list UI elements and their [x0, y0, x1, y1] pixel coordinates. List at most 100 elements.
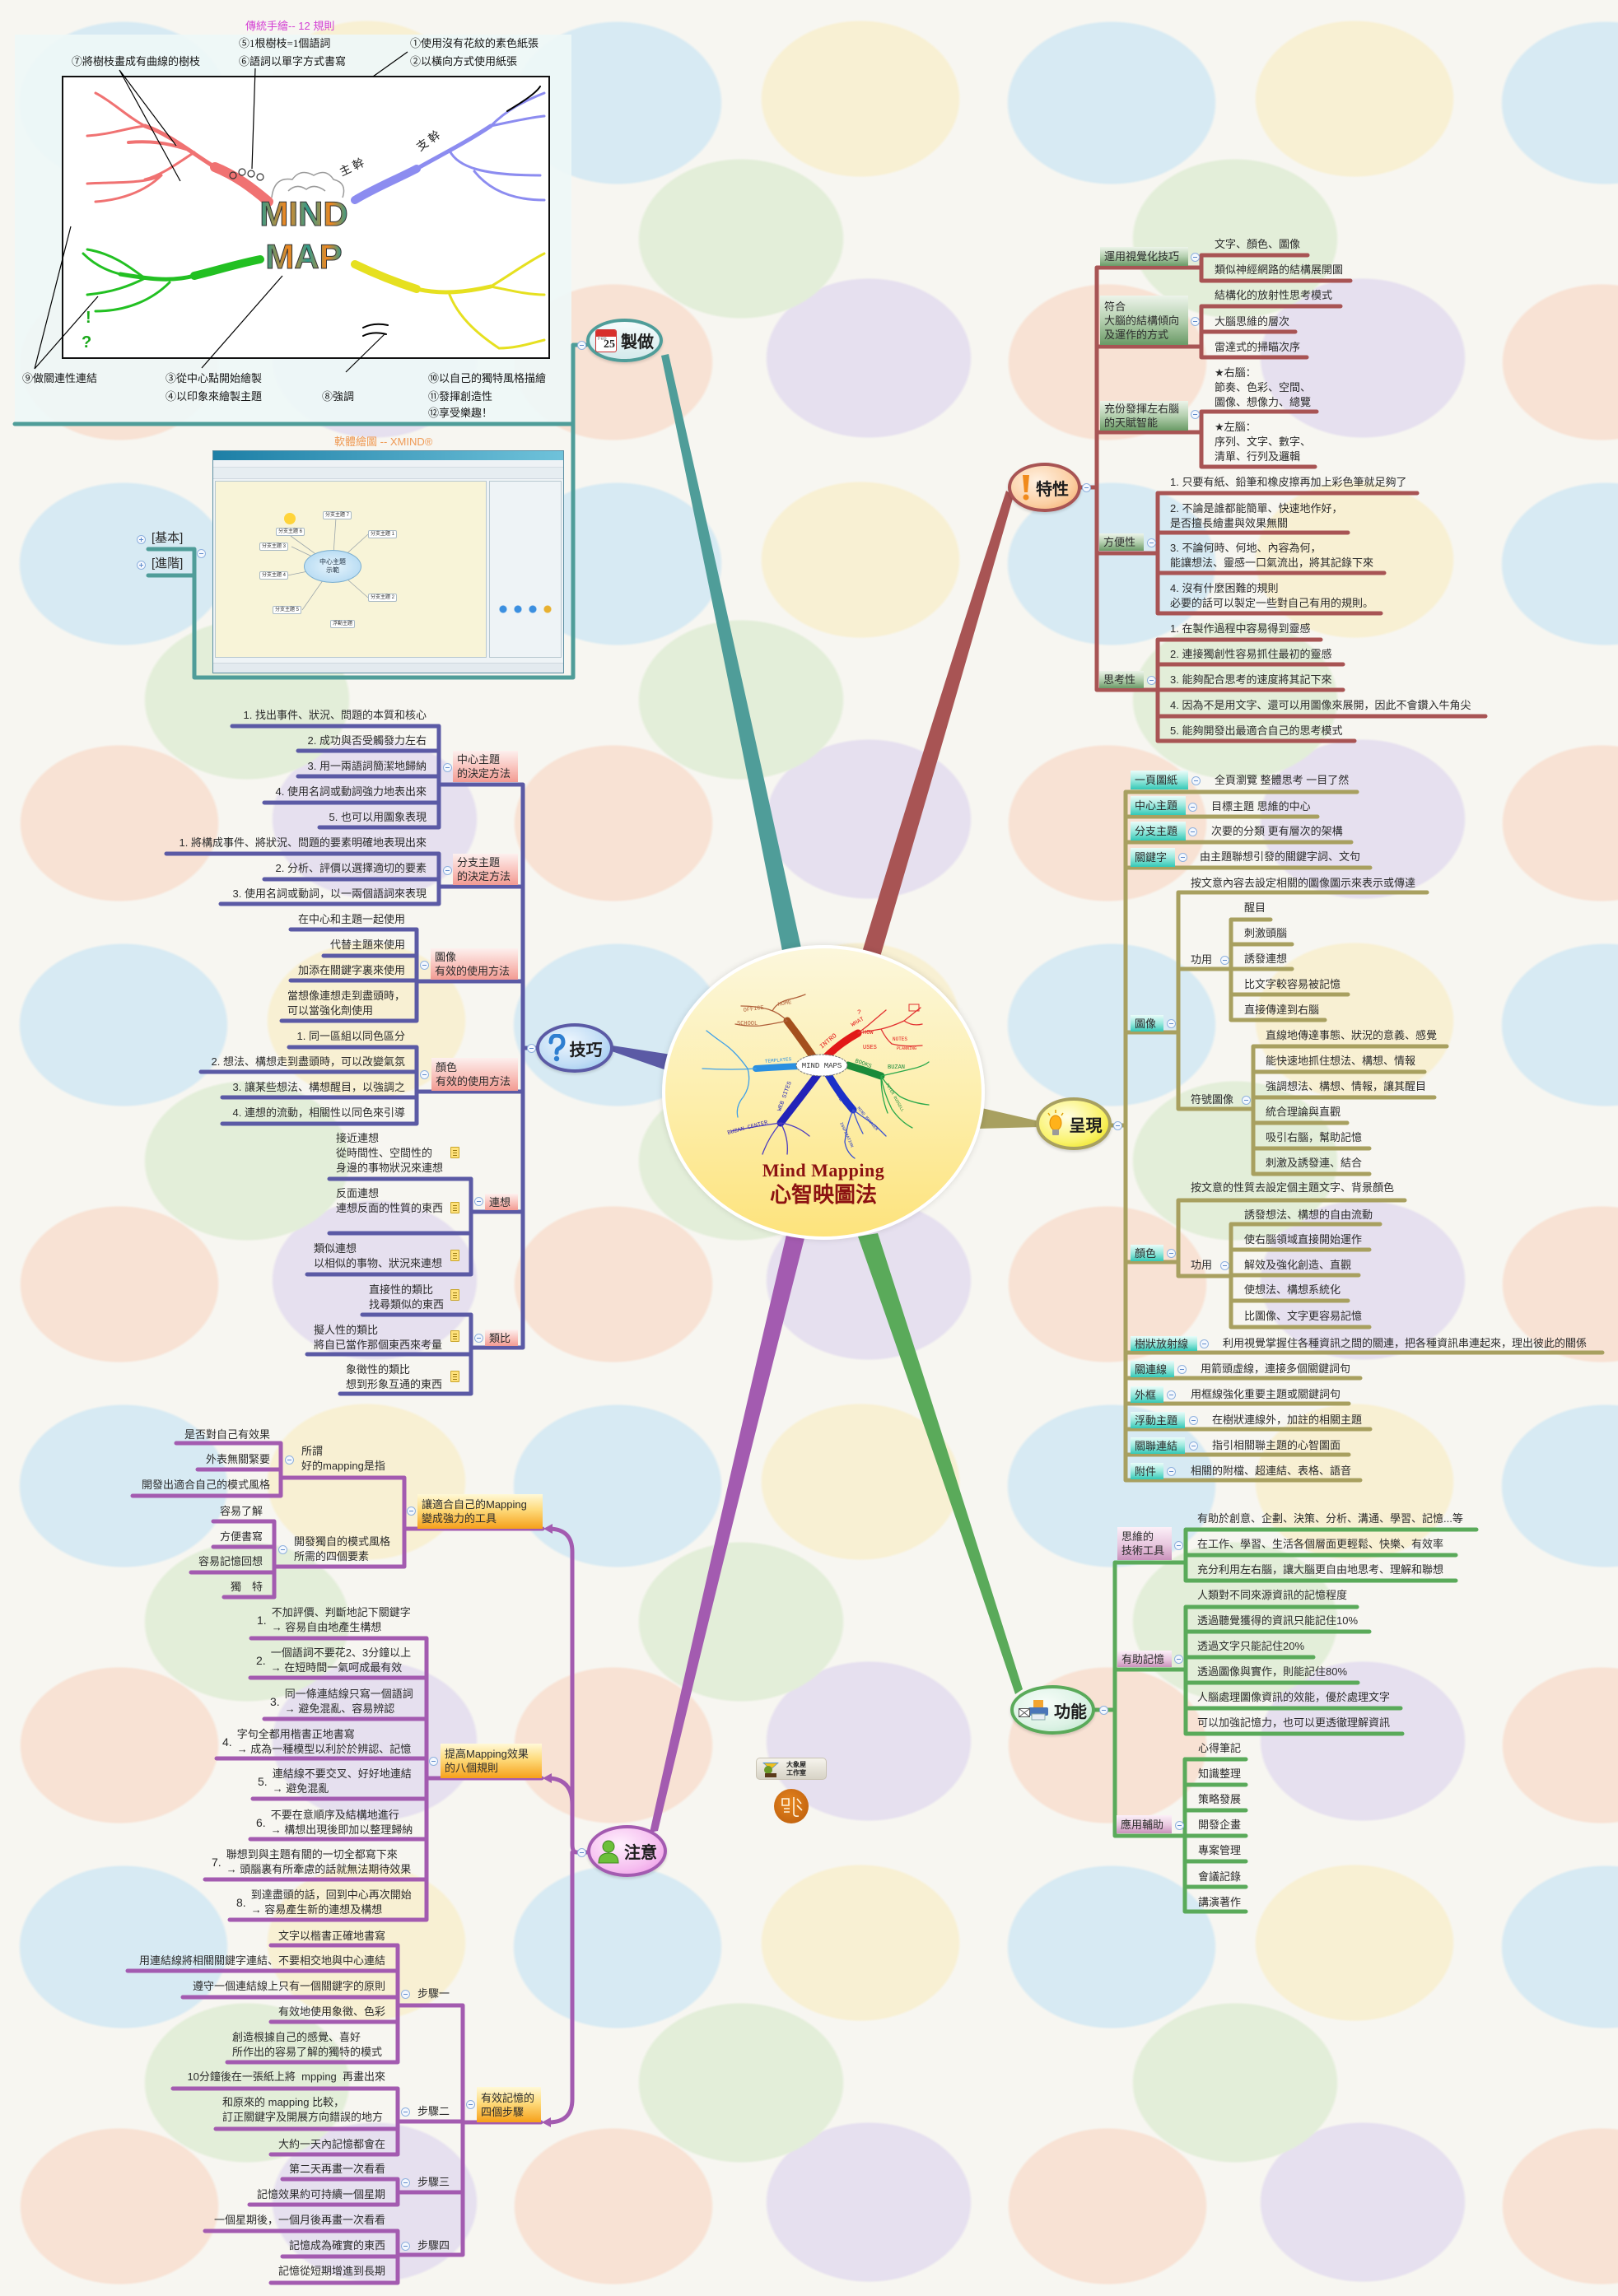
collapse-toggle[interactable] [1147, 676, 1156, 685]
collapse-toggle[interactable] [466, 2100, 475, 2109]
leaf-topic[interactable]: 利用視覺掌握住各種資訊之間的關連，把各種資訊串連起來，理出彼此的關係 [1223, 1337, 1588, 1349]
leaf-topic[interactable]: 代替主題來使用 [329, 938, 405, 951]
leaf-topic[interactable]: 全頁瀏覽 整體思考 一目了然 [1215, 774, 1350, 786]
collapse-toggle[interactable] [1177, 1365, 1187, 1374]
leaf-topic[interactable]: 比圖像、文字更容易記憶 [1244, 1310, 1363, 1322]
leaf-topic[interactable]: 透過圖像與實作，則能記住80% [1197, 1665, 1348, 1678]
leaf-topic[interactable]: 開發出適合自己的模式風格 [141, 1479, 270, 1491]
collapse-toggle[interactable] [285, 1455, 294, 1465]
step-topic[interactable]: 步驟二 [417, 2105, 450, 2117]
leaf-topic[interactable]: 容易了解 [219, 1505, 263, 1517]
leaf-topic[interactable]: 大腦思維的層次 [1215, 315, 1290, 328]
leaf-topic[interactable]: 由主題聯想引發的關鍵字詞、文句 [1200, 850, 1361, 863]
leaf-topic[interactable]: 次要的分類 更有層次的架構 [1211, 825, 1343, 837]
leaf-topic[interactable]: 遵守一個連結線上只有一個關鍵字的原則 [192, 1980, 385, 1992]
leaf-topic[interactable]: 2. 連接獨創性容易抓住最初的靈感 [1170, 648, 1332, 660]
collapse-toggle[interactable] [1188, 827, 1197, 836]
leaf-topic[interactable]: 使右腦領域直接開始運作 [1244, 1233, 1363, 1246]
group-topic[interactable]: 符號圖像 [1191, 1093, 1234, 1106]
collapse-toggle[interactable] [1191, 410, 1200, 419]
leaf-topic[interactable]: 有助於創意、企劃、決策、分析、溝通、學習、記憶...等 [1197, 1512, 1463, 1525]
collapse-toggle[interactable] [474, 1197, 483, 1206]
leaf-topic[interactable]: 是否對自己有效果 [184, 1428, 270, 1441]
note-icon[interactable] [450, 1147, 459, 1158]
subtopic-branch-topic-method[interactable]: 分支主題 的決定方法 [453, 854, 518, 885]
subtopic-brain-structure[interactable]: 符合 大腦的結構傾向 及運作的方式 [1100, 296, 1188, 345]
collapse-toggle[interactable] [577, 1848, 586, 1857]
collapse-toggle[interactable] [443, 866, 452, 875]
leaf-topic[interactable]: 大約一天內記憶都會在 [277, 2138, 385, 2150]
subtopic-memory-aid[interactable]: 有助記憶 [1117, 1651, 1172, 1667]
collapse-toggle[interactable] [401, 1990, 410, 1999]
leaf-topic[interactable]: 2. 成功與否受觸發力左右 [307, 734, 427, 747]
note-icon[interactable] [450, 1289, 459, 1301]
leaf-topic[interactable]: 充分利用左右腦，讓大腦更自由地思考、理解和聯想 [1197, 1563, 1444, 1576]
rule-item[interactable]: 1.不加評價、判斷地記下關鍵字 → 容易自由地產生構想 [257, 1605, 411, 1635]
leaf-topic[interactable]: 4. 因為不是用文字、還可以用圖像來展開，因此不會鑽入牛角尖 [1170, 699, 1471, 711]
leaf-topic[interactable]: 用連結線將相關關鍵字連結、不要相交地與中心連結 [138, 1954, 385, 1967]
collapse-toggle[interactable] [1189, 1441, 1198, 1451]
leaf-topic[interactable]: 反面連想 連想反面的性質的東西 [336, 1187, 444, 1214]
leaf-topic[interactable]: 10分鐘後在一張紙上將 mpping 再畫出來 [187, 2070, 385, 2083]
leaf-topic[interactable]: 專案管理 [1198, 1844, 1242, 1856]
leaf-topic[interactable]: 1. 在製作過程中容易得到靈感 [1170, 622, 1311, 635]
leaf-topic[interactable]: 按文意內容去設定相關的圖像圖示來表示或傳達 [1191, 877, 1416, 889]
main-topic-notes[interactable]: 注意 [587, 1825, 667, 1877]
leaf-topic[interactable]: 能快速地抓住想法、構想、情報 [1266, 1055, 1416, 1067]
collapse-toggle[interactable] [401, 2107, 410, 2117]
collapse-toggle[interactable] [1167, 1467, 1176, 1476]
leaf-topic[interactable]: 會議記錄 [1198, 1870, 1242, 1883]
collapse-toggle[interactable] [1242, 1096, 1251, 1105]
leaf-topic[interactable]: 接近連想 從時間性、空間性的 身邊的事物狀況來連想 [336, 1132, 444, 1174]
leaf-topic[interactable]: 第二天再畫一次看看 [288, 2163, 385, 2175]
rule-item[interactable]: 3.同一條連結線只寫一個語詞 → 避免混亂、容易辨認 [270, 1687, 413, 1716]
collapse-toggle[interactable] [1191, 317, 1200, 326]
xmind-child-advanced[interactable]: [進階] [152, 557, 184, 571]
leaf-topic[interactable]: 4. 連想的流動，相關性以同色來引導 [232, 1106, 405, 1119]
collapse-toggle[interactable] [1189, 1416, 1198, 1425]
collapse-toggle[interactable] [1220, 1261, 1229, 1270]
collapse-toggle[interactable] [420, 961, 429, 970]
collapse-toggle[interactable] [407, 1507, 416, 1516]
subtopic-analogy[interactable]: 類比 [485, 1330, 518, 1346]
subtopic-radial-lines[interactable]: 樹狀放射線 [1131, 1336, 1197, 1351]
leaf-topic[interactable]: 容易記憶回想 [198, 1555, 263, 1567]
leaf-topic[interactable]: 用框線強化重要主題或關鍵詞句 [1191, 1388, 1341, 1400]
leaf-topic[interactable]: 4. 沒有什麼困難的規則 必要的話可以製定一些對自己有用的規則。 [1170, 582, 1374, 609]
leaf-topic[interactable]: 直接性的類比 找尋類似的東西 [369, 1283, 445, 1311]
subtopic-image[interactable]: 圖像 [1131, 1015, 1163, 1032]
subtopic-image-usage[interactable]: 圖像 有效的使用方法 [431, 948, 518, 980]
main-topic-presentation[interactable]: 呈現 [1036, 1097, 1112, 1150]
collapse-toggle[interactable] [197, 549, 206, 558]
leaf-topic[interactable]: 3. 讓某些想法、構想醒目，以強調之 [232, 1081, 405, 1093]
rule-item[interactable]: 4.字句全都用楷書正地書寫 → 成為一種模型以利於於辨認、記憶 [222, 1727, 411, 1757]
subtopic-boundary[interactable]: 外框 [1131, 1386, 1163, 1403]
leaf-topic[interactable]: 象徵性的類比 想到形象互通的東西 [346, 1363, 443, 1390]
leaf-topic[interactable]: 擬人性的類比 將自已當作那個東西來考量 [314, 1324, 443, 1351]
leaf-topic[interactable]: 使想法、構想系統化 [1244, 1283, 1341, 1296]
subtopic-central-topic-method[interactable]: 中心主題 的決定方法 [453, 751, 518, 782]
leaf-topic[interactable]: 相關的附檔、超連結、表格、語音 [1191, 1465, 1352, 1477]
note-icon[interactable] [450, 1202, 459, 1213]
collapse-toggle[interactable] [429, 1757, 438, 1766]
collapse-toggle[interactable] [401, 2178, 410, 2187]
leaf-topic[interactable]: 2. 想法、構想走到盡頭時，可以改變氣氛 [211, 1055, 405, 1068]
collapse-toggle[interactable] [527, 1044, 536, 1053]
collapse-toggle[interactable] [1147, 538, 1156, 547]
leaf-topic[interactable]: 有效地使用象徵、色彩 [277, 2005, 385, 2018]
leaf-topic[interactable]: 3. 能夠配合思考的速度將其記下來 [1170, 673, 1332, 686]
leaf-topic[interactable]: 目標主題 思維的中心 [1211, 800, 1311, 813]
collapse-toggle[interactable] [1188, 803, 1197, 812]
rule-item[interactable]: 6.不要在意順序及結構地進行 → 構想出現後即加以整理歸納 [256, 1808, 413, 1837]
leaf-topic[interactable]: 當想像連想走到盡頭時， 可以當強化劑使用 [287, 990, 406, 1017]
collapse-toggle[interactable] [420, 1070, 429, 1079]
leaf-topic[interactable]: 用箭頭虛線，連接多個關鍵詞句 [1201, 1362, 1351, 1375]
collapse-toggle[interactable] [1099, 1706, 1108, 1715]
leaf-topic[interactable]: 2. 不論是誰都能簡單、快速地作好， 是否擅長繪畫與效果無關 [1170, 502, 1343, 529]
leaf-topic[interactable]: 刺激及誘發連、結合 [1266, 1157, 1363, 1169]
leaf-topic[interactable]: 誘發想法、構想的自由流動 [1244, 1209, 1373, 1221]
leaf-topic[interactable]: 1. 同一區組以同色區分 [296, 1030, 405, 1042]
leaf-topic[interactable]: 獨 特 [230, 1581, 263, 1593]
leaf-topic[interactable]: 開發企畫 [1198, 1819, 1242, 1831]
rule-item[interactable]: 5.連結線不要交叉、好好地連結 → 避免混亂 [258, 1767, 412, 1796]
